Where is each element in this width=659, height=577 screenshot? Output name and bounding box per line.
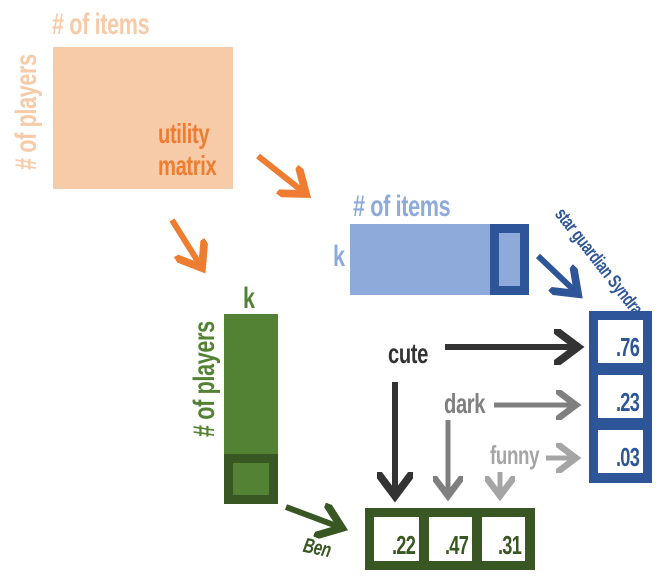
feature-label-dark: dark [444,388,486,419]
player-vector-cell: .31 [482,517,525,561]
player-row-highlight [224,454,278,504]
item-matrix-col-label: # of items [353,190,451,223]
player-vector-cell: .22 [374,517,419,561]
arrow-to-player-matrix [169,218,202,268]
player-vector-cell: .47 [429,517,472,561]
player-matrix-col-label: k [243,282,255,315]
item-vector: .76 .23 .03 [589,311,652,483]
item-vector-cell: .76 [598,320,643,363]
item-vector-cell: .23 [598,375,643,418]
feature-label-funny: funny [490,440,540,470]
utility-matrix-col-label: # of items [52,8,150,41]
arrow-to-item-vector [535,253,578,294]
item-vector-cell: .03 [598,430,643,473]
player-vector: .22 .47 .31 [365,508,535,570]
item-column-highlight [490,224,529,295]
utility-matrix-title: utility matrix [158,118,217,181]
feature-label-cute: cute [388,338,429,369]
item-matrix-row-label: k [333,240,345,273]
arrow-to-player-vector [284,507,342,528]
utility-matrix [53,47,233,189]
arrow-to-item-matrix [256,153,306,194]
